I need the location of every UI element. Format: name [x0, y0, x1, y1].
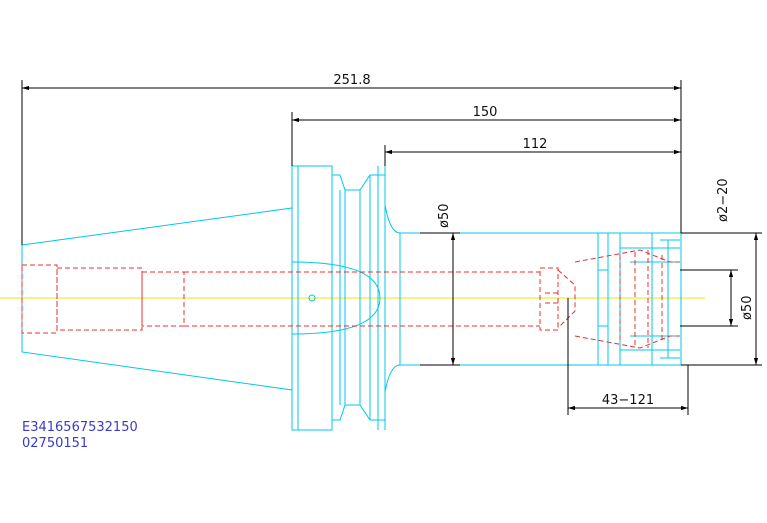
- center-mark: [308, 294, 316, 302]
- body-diameter-label: ø50: [437, 204, 452, 229]
- taper-shank: [21, 207, 293, 391]
- flange: [291, 165, 386, 431]
- insertion-depth-label: 43−121: [602, 393, 654, 408]
- internal-bore: [21, 249, 680, 349]
- nose-diameter-label: ø50: [740, 296, 755, 321]
- collet-nut: [597, 232, 682, 366]
- body-length-label: 112: [523, 137, 548, 152]
- overall-length-label: 251.8: [333, 73, 370, 88]
- part-code-line1: E3416567532150: [22, 420, 138, 435]
- part-code-line2: 02750151: [22, 436, 89, 451]
- flange-length-label: 150: [473, 105, 498, 120]
- clamping-range-label: ø2−20: [716, 178, 731, 222]
- dimension-lines: [21, 80, 762, 415]
